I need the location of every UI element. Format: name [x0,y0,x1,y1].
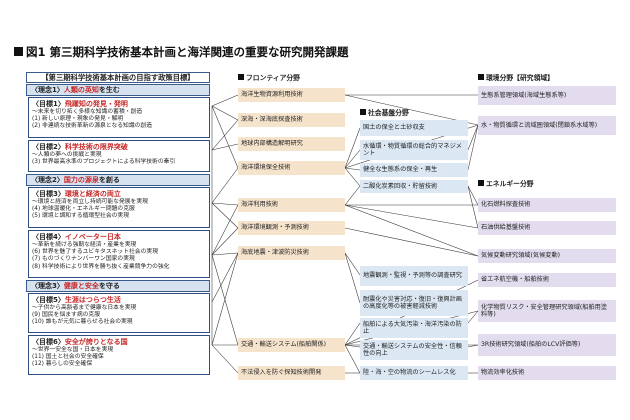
frontier-item: 海洋環境観測・予測技術 [238,221,345,235]
social-item: 国土の保全と土砂収支 [360,120,468,136]
social-item: 二酸化炭素回収・貯留技術 [360,180,468,193]
goal-5-line: (10) 誰もが元気に暮らせる社会の実現 [32,319,133,326]
energy-item: 物流効率化技術 [478,366,616,380]
title-square-icon [14,47,23,56]
goal-5: 〈目標5〉生涯はつらつ生活 ～子供から高齢者まで健康な日本を実現 (9) 国民を… [28,293,210,333]
frontier-item: 交通・輸送システム(船舶関係) [238,338,345,352]
goal-1-line: (1) 新しい原理・現象の発見・解明 [32,116,124,123]
social-item: 船舶による大気汚染・海洋汚染の防止 [360,318,468,338]
goal-4-line: ～革新を続ける強靭な経済・産業を実現 [32,242,137,248]
rinen-2: 〈理念2〉国力の源泉を創る [26,174,210,186]
section-social: 社会基盤分野 [360,107,409,117]
frontier-item: 不法侵入を防ぐ探知技術開発 [238,366,345,380]
energy-item: 3R技術研究領域(船舶のLCV評価等) [478,334,616,356]
energy-item: 気候変動研究領域(気候変動) [478,249,616,263]
goal-4-line: (7) ものづくりナンバーワン国家の実現 [32,256,135,263]
section-square-icon [478,74,484,80]
rinen-3: 〈理念3〉健康と安全を守る [26,280,210,292]
goal-3-line: (4) 地球温暖化・エネルギー問題の克服 [32,206,135,213]
social-item: 水循環・物質循環の総合的マネジメント [360,140,468,160]
social-item: 地震観測・監視・予測等の調査研究 [360,266,468,286]
frontier-item: 地球内部構造解明研究 [238,137,345,151]
frontier-item: 海洋利用技術 [238,198,345,212]
goal-3: 〈目標3〉環境と経済の両立 ～環境と経済を両立し持続可能な発展を実現 (4) 地… [28,187,210,228]
energy-item: 石油供給基盤技術 [478,221,616,235]
goal-4-line: (6) 世界を魅了するユビキタスネット社会の実現 [32,249,158,256]
goal-4-line: (8) 科学技術により世界を勝ち抜く産業競争力の強化 [32,263,170,270]
section-square-icon [360,109,366,115]
social-item: 健全な生態系の保全・再生 [360,163,468,177]
goal-1-line: ～未来を切り拓く多様な知識の蓄積・創造 [32,109,143,115]
goal-2-line: (3) 世界最高水準のプロジェクトによる科学技術の牽引 [32,159,176,166]
goal-3-line: (5) 環境と調和する循環型社会の実現 [32,213,130,220]
figure-title: 図1 第三期科学技術基本計画と海洋関連の重要な研究開発課題 [14,44,349,60]
goal-6-line: (12) 暮らしの安全確保 [32,361,93,368]
section-energy: エネルギー分野 [478,178,534,188]
energy-item: 化学物質リスク・安全管理研究領域(船舶用塗料等) [478,300,616,322]
frontier-item: 海洋生物資源利用技術 [238,88,345,102]
frontier-item: 海洋環境保全技術 [238,161,345,175]
social-item: 陸・海・空の物流のシームレス化 [360,366,468,380]
goal-6-line: ～世界一安全な国・日本を実現 [32,347,114,353]
goal-5-line: (9) 国民を悩ます病の克服 [32,312,101,319]
env-item: 生態系管理領域(海域生態系等) [478,86,616,105]
goal-4: 〈目標4〉イノベーター日本 ～革新を続ける強靭な経済・産業を実現 (6) 世界を… [28,230,210,278]
goal-1-line: (2) 非連続な技術革新の源泉となる知識の創造 [32,123,153,130]
energy-item: 省エネ航空機・船舶技術 [478,273,616,287]
social-item: 交通・輸送システムの安全性・信頼性の向上 [360,340,468,360]
goal-2-line: ～人類の夢への挑戦と実現 [32,152,102,158]
frontier-item: 深海・深海底探査技術 [238,113,345,127]
section-frontier: フロンティア分野 [238,72,300,82]
frontier-item: 海底地震・津波防災技術 [238,246,345,260]
section-square-icon [478,180,484,186]
goal-3-line: ～環境と経済を両立し持続可能な発展を実現 [32,199,148,205]
section-environment: 環境分野【研究領域】 [478,72,554,82]
goal-2: 〈目標2〉科学技術の限界突破 ～人類の夢への挑戦と実現 (3) 世界最高水準のプ… [28,140,210,172]
goal-6: 〈目標6〉安全が誇りとなる国 ～世界一安全な国・日本を実現 (11) 国土と社会… [28,335,210,375]
goal-5-line: ～子供から高齢者まで健康な日本を実現 [32,305,137,311]
policy-goals-header: 【第三期科学技術基本計画の目指す政策目標】 [26,72,210,83]
social-item: 耐震化や災害対応・復旧・復興計画の高度化等の被害軽減技術 [360,290,468,316]
env-item: 水・物質循環と流域圏領域(閉鎖系水域等) [478,116,616,135]
goal-6-line: (11) 国土と社会の安全確保 [32,354,104,361]
goal-1: 〈目標1〉飛躍知の発見・発明 ～未来を切り拓く多様な知識の蓄積・創造 (1) 新… [28,97,210,138]
section-square-icon [238,74,244,80]
rinen-1: 〈理念1〉人類の英知を生む [26,84,210,96]
energy-item: 化石燃料探査技術 [478,198,616,212]
